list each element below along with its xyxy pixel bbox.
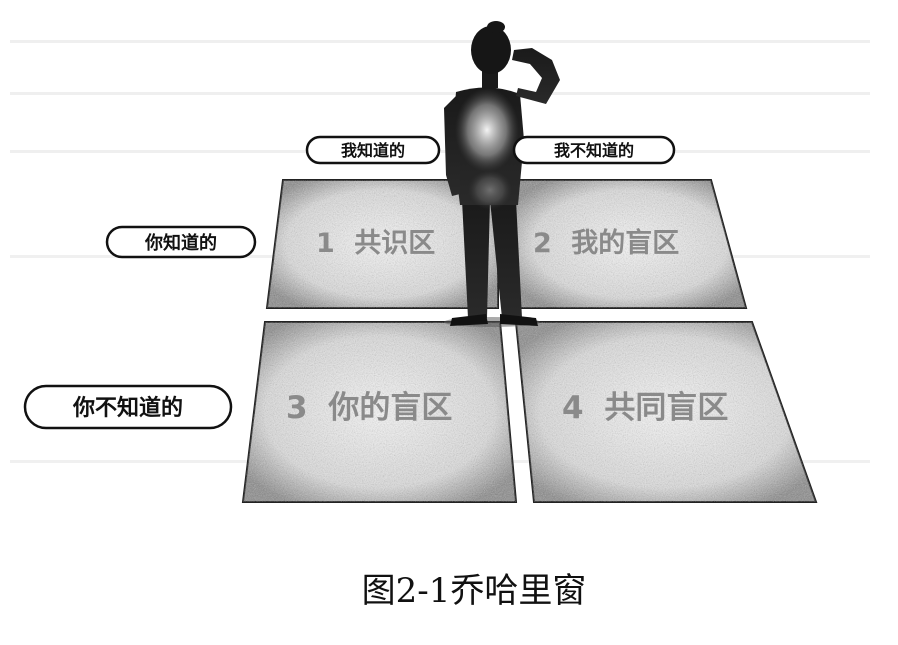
quadrant-3-label: 3 你的盲区 bbox=[286, 390, 452, 426]
label-i-dont-know-text: 我不知道的 bbox=[554, 141, 634, 160]
quadrant-4-label: 4 共同盲区 bbox=[562, 390, 728, 426]
quadrant-labels: 1 共识区 2 我的盲区 3 你的盲区 4 共同盲区 bbox=[286, 227, 728, 426]
axis-labels: 我知道的 我不知道的 你知道的 你不知道的 bbox=[23, 135, 676, 430]
label-you-dont-know-text: 你不知道的 bbox=[72, 395, 183, 421]
person-figure-illustration bbox=[444, 21, 560, 327]
label-i-dont-know: 我不知道的 bbox=[512, 135, 676, 165]
label-you-know-text: 你知道的 bbox=[144, 232, 217, 254]
quadrant-2-label: 2 我的盲区 bbox=[533, 227, 679, 259]
quadrant-tiles bbox=[241, 179, 818, 503]
label-i-know-text: 我知道的 bbox=[341, 141, 405, 160]
label-you-dont-know: 你不知道的 bbox=[23, 384, 233, 430]
label-you-know: 你知道的 bbox=[105, 225, 257, 259]
quadrant-1-label: 1 共识区 bbox=[316, 228, 435, 259]
figure-caption: 图2-1乔哈里窗 bbox=[362, 571, 587, 611]
label-i-know: 我知道的 bbox=[305, 135, 441, 165]
